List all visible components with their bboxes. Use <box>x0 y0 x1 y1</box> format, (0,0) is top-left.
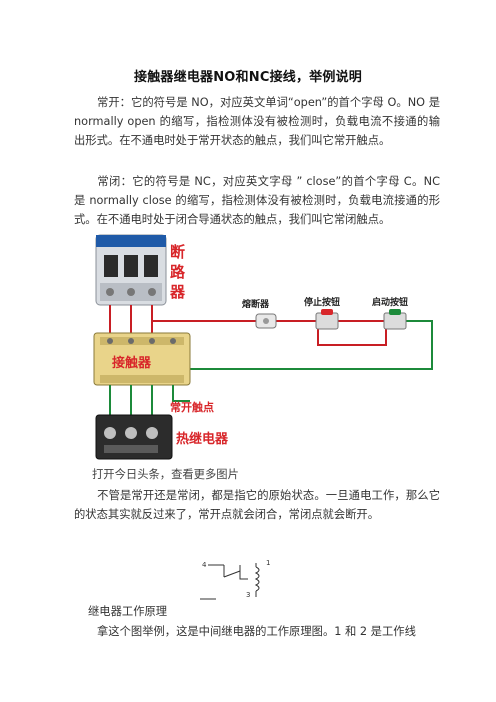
section-heading-relay-principle: 继电器工作原理 <box>88 605 168 618</box>
contactor-label: 接触器 <box>112 355 152 371</box>
supply-wires <box>109 305 153 333</box>
figure-caption: 打开今日头条，查看更多图片 <box>92 468 239 481</box>
breaker-label-1: 断 <box>170 243 185 261</box>
thermal-relay-label: 热继电器 <box>176 431 229 447</box>
paragraph-original-state: 不管是常开还是常闭，都是指它的原始状态。一旦通电工作，那么它的状态其实就反过来了… <box>74 486 440 524</box>
wiring-diagram-svg: 断 路 器 熔断器 <box>93 234 433 460</box>
article-title: 接触器继电器NO和NC接线，举例说明 <box>134 70 362 85</box>
thermal-relay <box>95 414 173 460</box>
paragraph-normally-open: 常开：它的符号是 NO，对应英文单词“open”的首个字母 O。NO 是 nor… <box>74 93 440 150</box>
relay-schematic-svg: 4 1 3 <box>200 559 270 600</box>
load-wires <box>109 385 190 415</box>
relay-pin-4: 4 <box>202 561 207 569</box>
control-wires <box>152 320 433 370</box>
start-button <box>383 309 407 330</box>
relay-schematic: 4 1 3 <box>196 557 280 603</box>
breaker-label-2: 路 <box>170 263 186 281</box>
no-contact-label: 常开触点 <box>170 400 214 414</box>
start-button-label: 启动按钮 <box>372 296 408 308</box>
paragraph-original-state-text: 不管是常开还是常闭，都是指它的原始状态。一旦通电工作，那么它的状态其实就反过来了… <box>74 489 440 521</box>
paragraph-normally-closed: 常闭：它的符号是 NC，对应英文字母 ” close”的首个字母 C。NC 是 … <box>74 172 440 229</box>
circuit-breaker <box>95 234 167 306</box>
paragraph-normally-closed-text: 常闭：它的符号是 NC，对应英文字母 ” close”的首个字母 C。NC 是 … <box>74 175 440 226</box>
paragraph-relay-example: 拿这个图举例，这是中间继电器的工作原理图。1 和 2 是工作线 <box>74 622 440 641</box>
relay-pin-1: 1 <box>266 559 270 567</box>
paragraph-normally-open-text: 常开：它的符号是 NO，对应英文单词“open”的首个字母 O。NO 是 nor… <box>74 96 440 147</box>
paragraph-relay-example-text: 拿这个图举例，这是中间继电器的工作原理图。1 和 2 是工作线 <box>97 625 416 638</box>
wiring-diagram-image: 断 路 器 熔断器 <box>90 233 440 463</box>
fuse-label: 熔断器 <box>242 298 270 310</box>
stop-button-label: 停止按钮 <box>304 296 340 308</box>
contactor <box>93 332 191 386</box>
breaker-label-3: 器 <box>169 283 186 301</box>
stop-button <box>315 309 339 330</box>
relay-pin-3: 3 <box>246 591 250 599</box>
fuse <box>255 313 277 329</box>
